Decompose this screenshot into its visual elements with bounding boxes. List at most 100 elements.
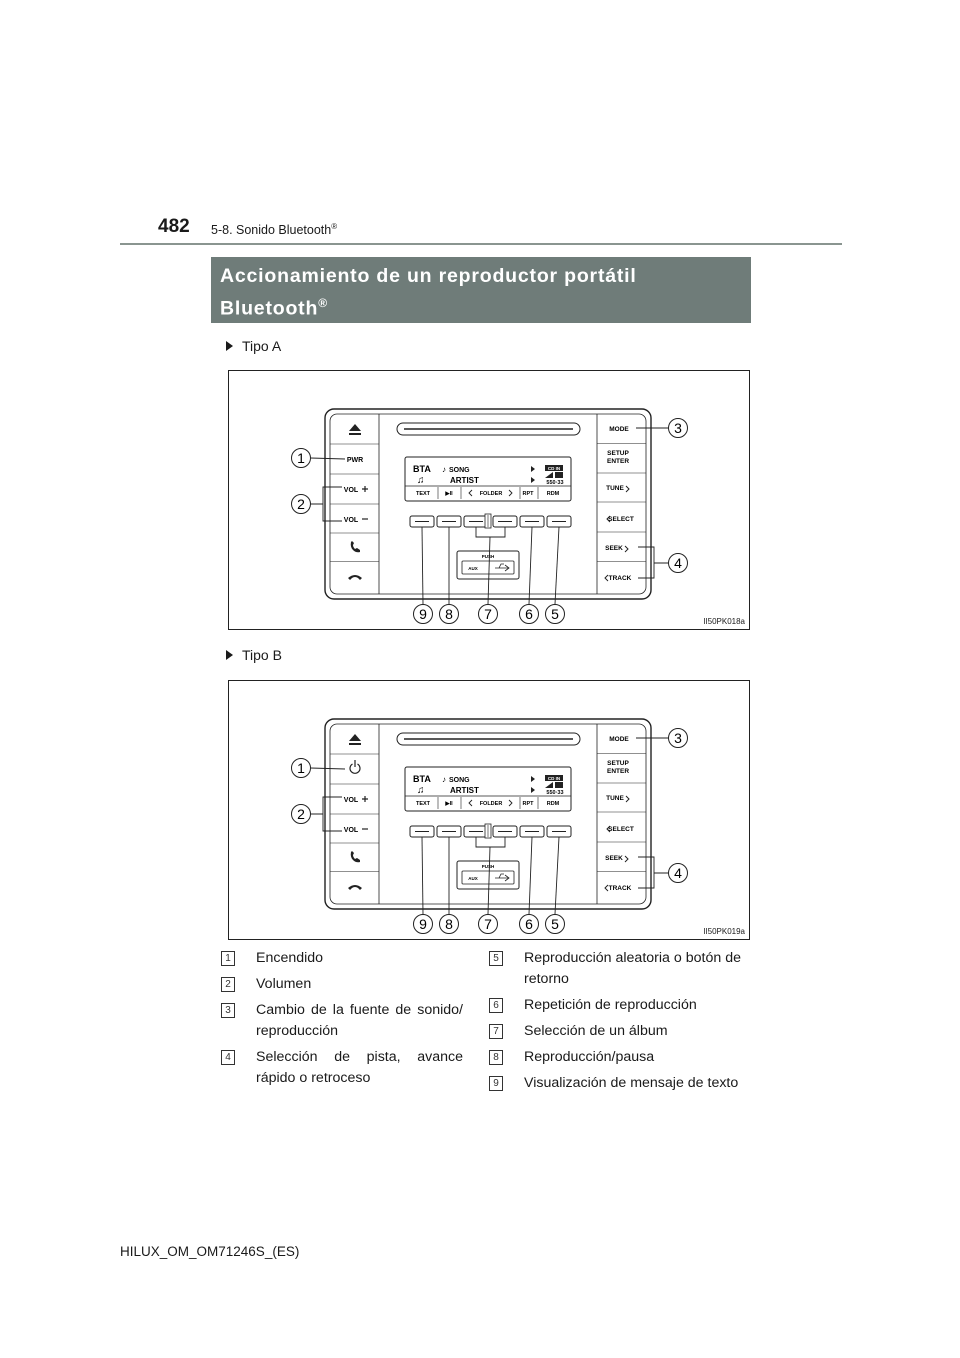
vol-down-label: VOL — [344, 827, 359, 834]
seek-label: SEEK — [605, 855, 623, 862]
track-number-badge — [555, 782, 563, 788]
callout-bottom-label: 7 — [484, 606, 492, 622]
lcd-display — [404, 456, 572, 502]
header-rule — [120, 243, 842, 245]
legend-number: 7 — [489, 1024, 503, 1039]
signal-icon — [545, 782, 553, 788]
callout-bottom-label: 8 — [445, 606, 453, 622]
cd-slot — [396, 422, 581, 436]
lcd-bottom-label: ▶II — [444, 800, 453, 807]
artist-text: ARTIST — [450, 476, 479, 485]
music-icon: ♫ — [417, 475, 425, 486]
radio-diagram-b: VOLVOLMODESETUPENTERTUNESELECTSEEKTRACKB… — [291, 718, 688, 934]
chevron-left-icon — [606, 515, 611, 523]
legend-text: Visualización de mensaje de texto — [524, 1075, 739, 1091]
lcd-bottom-label: RPT — [523, 801, 535, 807]
legend-text: Encendido — [256, 950, 324, 966]
song-text: SONG — [449, 777, 470, 784]
lcd-bottom-label: FOLDER — [480, 491, 503, 497]
aux-text: AUX — [468, 876, 478, 881]
time-text: 550·33 — [546, 790, 563, 796]
push-text: PUSH — [482, 864, 495, 869]
callout-4-label: 4 — [674, 555, 682, 571]
legend-number: 6 — [489, 998, 503, 1013]
legend-text: Volumen — [256, 976, 312, 992]
callout-line — [310, 767, 346, 770]
callout-3-label: 3 — [674, 420, 682, 436]
lcd-bottom-label: RDM — [547, 491, 560, 497]
usb-icon — [495, 873, 510, 882]
track-label: TRACK — [609, 575, 632, 582]
callout-1-label: 1 — [297, 450, 305, 466]
cd-in-badge — [545, 775, 563, 781]
aux-usb-door — [461, 560, 515, 575]
callout-bracket — [310, 486, 342, 522]
phone-pickup-icon — [350, 851, 360, 863]
callout-1-label: 1 — [297, 760, 305, 776]
power-icon — [349, 763, 361, 774]
eject-icon — [349, 424, 361, 435]
cd-in-text: CD IN — [548, 776, 560, 781]
tune-label: TUNE — [606, 485, 624, 492]
bta-text: BTA — [413, 774, 431, 784]
title-registered-mark: ® — [318, 296, 328, 310]
callout-line — [310, 457, 346, 460]
callout-bottom — [413, 914, 433, 934]
lcd-bottom-label: RDM — [547, 801, 560, 807]
music-icon: ♫ — [417, 785, 425, 796]
album-bracket — [475, 527, 506, 538]
callout-bottom-label: 5 — [551, 606, 559, 622]
aux-usb-panel — [456, 860, 520, 890]
section-title-bar: Accionamiento de un reproductor portátil… — [211, 257, 751, 323]
phone-pickup-icon — [350, 541, 360, 553]
plus-icon — [362, 796, 368, 802]
push-text: PUSH — [482, 554, 495, 559]
chevron-right-icon — [625, 795, 630, 803]
page-number: 482 — [158, 216, 190, 237]
legend-number: 9 — [489, 1076, 503, 1091]
plus-icon — [362, 486, 368, 492]
callout-bracket — [638, 856, 669, 889]
callout-bottom — [519, 604, 539, 624]
phone-hangup-icon — [348, 885, 362, 890]
select-label: SELECT — [608, 826, 634, 833]
seek-label: SEEK — [605, 545, 623, 552]
vol-up-label: VOL — [344, 487, 359, 494]
aux-usb-door — [461, 870, 515, 885]
callout-bottom — [545, 914, 565, 934]
callout-bottom-label: 5 — [551, 916, 559, 932]
vol-down-label: VOL — [344, 517, 359, 524]
callout-bottom — [478, 604, 498, 624]
legend-number: 4 — [221, 1050, 235, 1065]
legend-text: Selección de un álbum — [524, 1023, 668, 1039]
callout-bottom-label: 7 — [484, 916, 492, 932]
enter-label: ENTER — [607, 458, 629, 465]
callout-bracket — [310, 796, 342, 832]
chevron-left-icon — [604, 884, 609, 892]
callout-bracket — [638, 546, 669, 579]
callout-3-label: 3 — [674, 730, 682, 746]
play-arrow-icon — [531, 466, 535, 483]
callout-bottom — [439, 604, 459, 624]
callout-bottom — [545, 604, 565, 624]
callout-bottom-label: 9 — [419, 916, 427, 932]
setup-label: SETUP — [607, 760, 629, 767]
callout-line — [487, 536, 491, 605]
callout-bottom-label: 6 — [525, 916, 533, 932]
aux-text: AUX — [468, 566, 478, 571]
footer-code: HILUX_OM_OM71246S_(ES) — [120, 1244, 300, 1259]
lcd-bottom-label: TEXT — [416, 801, 431, 807]
usb-icon — [495, 563, 510, 572]
vol-up-label: VOL — [344, 797, 359, 804]
chevron-left-icon — [604, 574, 609, 582]
select-label: SELECT — [608, 516, 634, 523]
lcd-bottom-label: TEXT — [416, 491, 431, 497]
callout-bottom — [439, 914, 459, 934]
